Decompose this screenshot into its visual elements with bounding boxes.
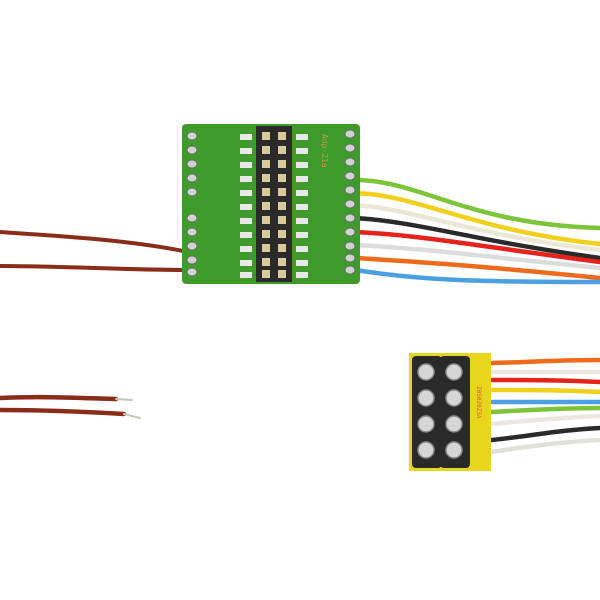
main-board: Adp-21a [182, 124, 360, 284]
loose-wires [0, 394, 141, 419]
small-board-label: Z0S0Z0Z3A [475, 386, 482, 419]
small-board: Z0S0Z0Z3A [409, 353, 491, 471]
main-board-power-wires [0, 230, 190, 272]
small-board-wires [489, 357, 600, 455]
main-board-label: Adp-21a [320, 134, 329, 168]
main-board-wires [352, 177, 600, 285]
